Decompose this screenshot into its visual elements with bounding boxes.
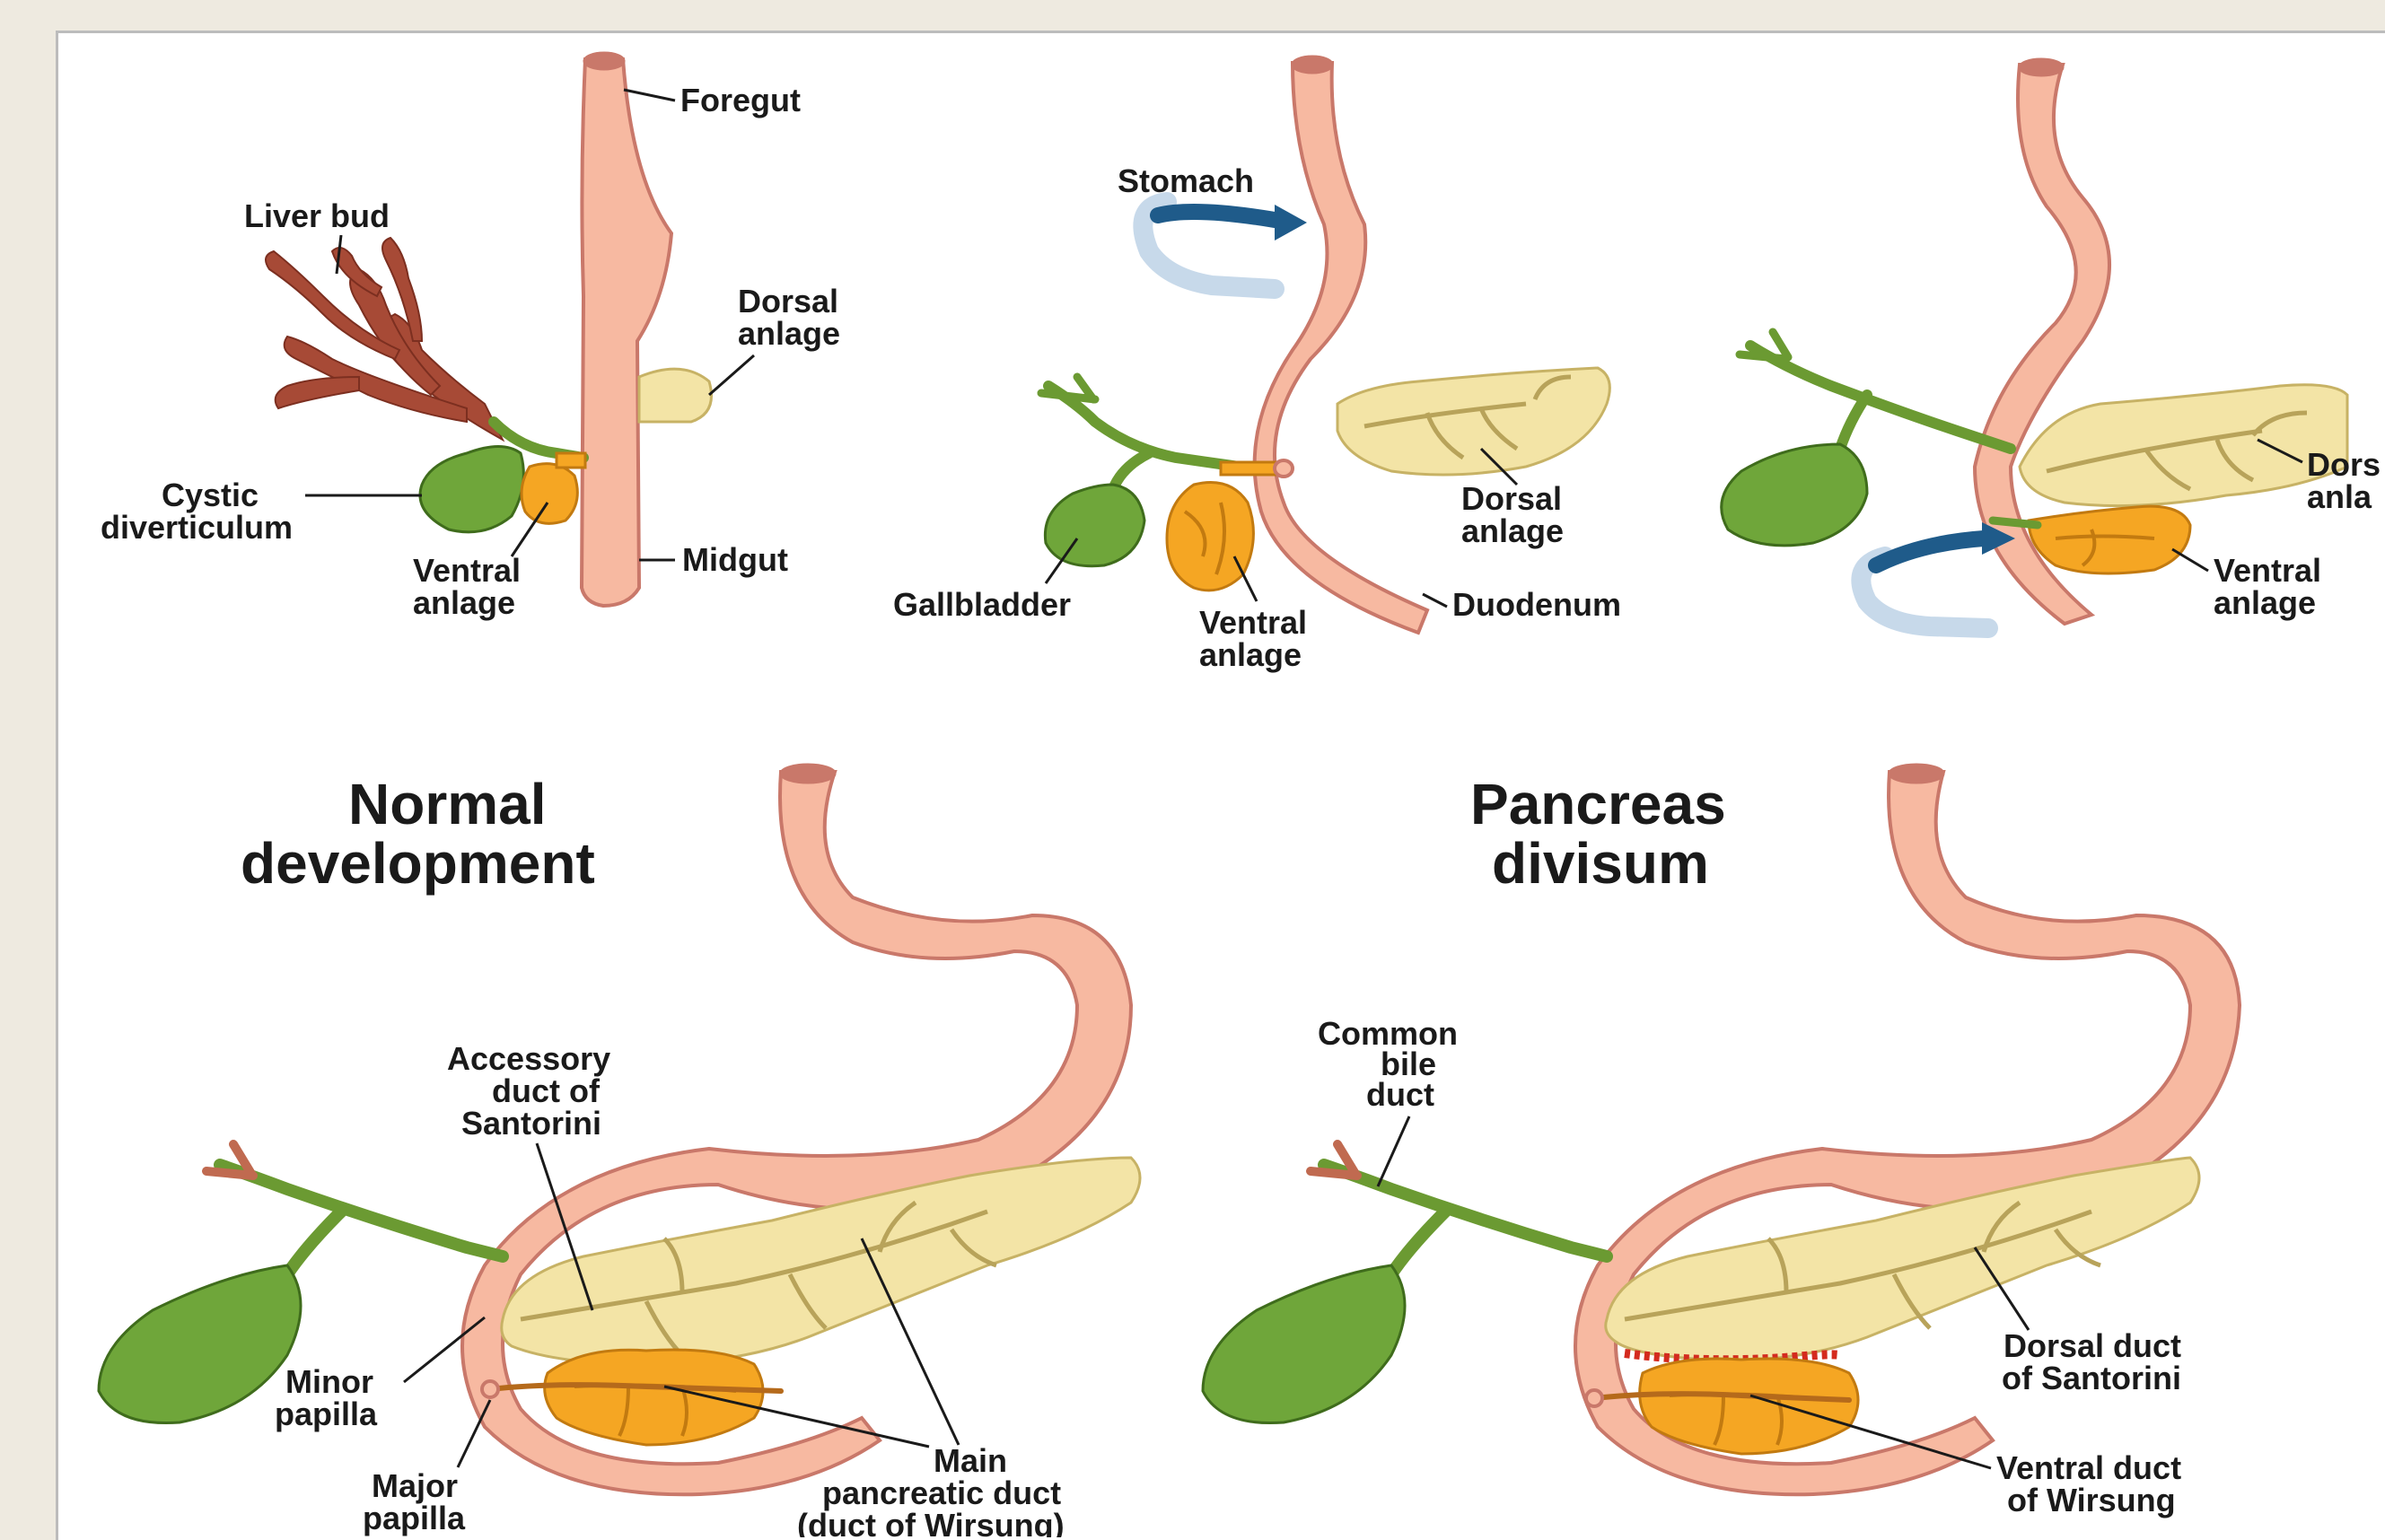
foregut-opening	[584, 53, 624, 69]
label-dorsal-duct-2: of Santorini	[2002, 1360, 2181, 1396]
title-normal-2: development	[241, 831, 595, 896]
label-minor-papilla-1: Minor	[285, 1363, 373, 1400]
title-normal-1: Normal	[348, 772, 547, 836]
panel-early-embryo	[266, 53, 712, 606]
gallbladder-divisum	[1203, 1265, 1405, 1423]
label-accessory-2: duct of	[492, 1072, 601, 1109]
cystic-duct-divisum	[1391, 1212, 1445, 1274]
cystic-duct-normal	[287, 1212, 341, 1274]
stomach-duodenum-tube	[1255, 63, 1427, 633]
title-divisum-2: divisum	[1492, 831, 1709, 896]
label-midgut: Midgut	[682, 541, 788, 578]
label-ventral-anlage-3a: Ventral	[2214, 552, 2321, 589]
label-main-duct-2: pancreatic duct	[822, 1474, 1061, 1511]
gallbladder-normal	[99, 1265, 301, 1423]
label-foregut: Foregut	[680, 82, 801, 118]
label-dorsal-anlage-1a: Dorsal	[738, 283, 838, 319]
label-gallbladder: Gallbladder	[893, 586, 1071, 623]
label-stomach: Stomach	[1118, 162, 1254, 199]
ventral-anlage-fused	[2029, 506, 2190, 573]
label-ventral-anlage-3b: anlage	[2214, 584, 2316, 621]
label-dorsal-anlage-3a: Dors	[2307, 446, 2381, 483]
label-cystic-1: Cystic	[162, 477, 259, 513]
label-cbd-3: duct	[1366, 1076, 1434, 1113]
panel-fusion	[1722, 59, 2347, 628]
label-duodenum: Duodenum	[1452, 586, 1621, 623]
label-minor-papilla-2: papilla	[275, 1396, 378, 1432]
panel1-labels: Foregut Liver bud Dorsal anlage Cystic d…	[101, 82, 840, 621]
common-bile-duct-normal	[220, 1165, 503, 1256]
rotation-arrow-1-front	[1158, 212, 1275, 220]
papilla-divisum-dot	[1586, 1390, 1602, 1406]
dorsal-anlage-bud	[639, 369, 712, 422]
major-papilla-dot	[482, 1381, 498, 1397]
liver-bud	[266, 238, 503, 440]
cystic-diverticulum	[420, 447, 523, 532]
label-main-duct-1: Main	[934, 1442, 1007, 1479]
label-ventral-duct-2: of Wirsung	[2007, 1482, 2176, 1518]
label-liver-bud: Liver bud	[244, 197, 390, 234]
label-cystic-2: diverticulum	[101, 509, 293, 546]
label-accessory-1: Accessory	[447, 1040, 610, 1077]
label-main-duct-3: (duct of Wirsung)	[797, 1507, 1065, 1537]
label-ventral-duct-1: Ventral duct	[1996, 1449, 2181, 1486]
gallbladder-3	[1722, 444, 1867, 546]
label-ventral-anlage-1a: Ventral	[413, 552, 521, 589]
label-dorsal-anlage-3b: anla	[2307, 478, 2372, 515]
label-dorsal-anlage-2b: anlage	[1461, 512, 1564, 549]
label-major-papilla-2: papilla	[363, 1500, 466, 1536]
label-dorsal-anlage-2a: Dorsal	[1461, 480, 1562, 517]
label-dorsal-anlage-1b: anlage	[738, 315, 840, 352]
ventral-anlage-bud	[522, 464, 577, 524]
label-ventral-anlage-2b: anlage	[1199, 636, 1302, 673]
label-ventral-anlage-2a: Ventral	[1199, 604, 1307, 641]
ventral-anlage-rot	[1167, 483, 1253, 591]
label-major-papilla-1: Major	[372, 1467, 458, 1504]
stomach-opening	[1293, 57, 1332, 73]
label-dorsal-duct-1: Dorsal duct	[2004, 1327, 2181, 1364]
common-bile-duct-divisum	[1324, 1165, 1607, 1256]
cystic-duct-3	[1840, 395, 1867, 449]
cystic-duct-rot	[1113, 453, 1149, 489]
title-divisum-1: Pancreas	[1470, 772, 1726, 836]
dorsal-anlage-rot	[1337, 368, 1609, 475]
gallbladder-rot	[1045, 485, 1144, 566]
rotation-arrow-1-head	[1275, 205, 1307, 241]
ventral-pancreas-normal	[545, 1350, 763, 1445]
label-ventral-anlage-1b: anlage	[413, 584, 515, 621]
ventral-duct-junction	[557, 453, 585, 468]
foregut-tube	[582, 59, 671, 606]
label-accessory-3: Santorini	[461, 1105, 601, 1142]
